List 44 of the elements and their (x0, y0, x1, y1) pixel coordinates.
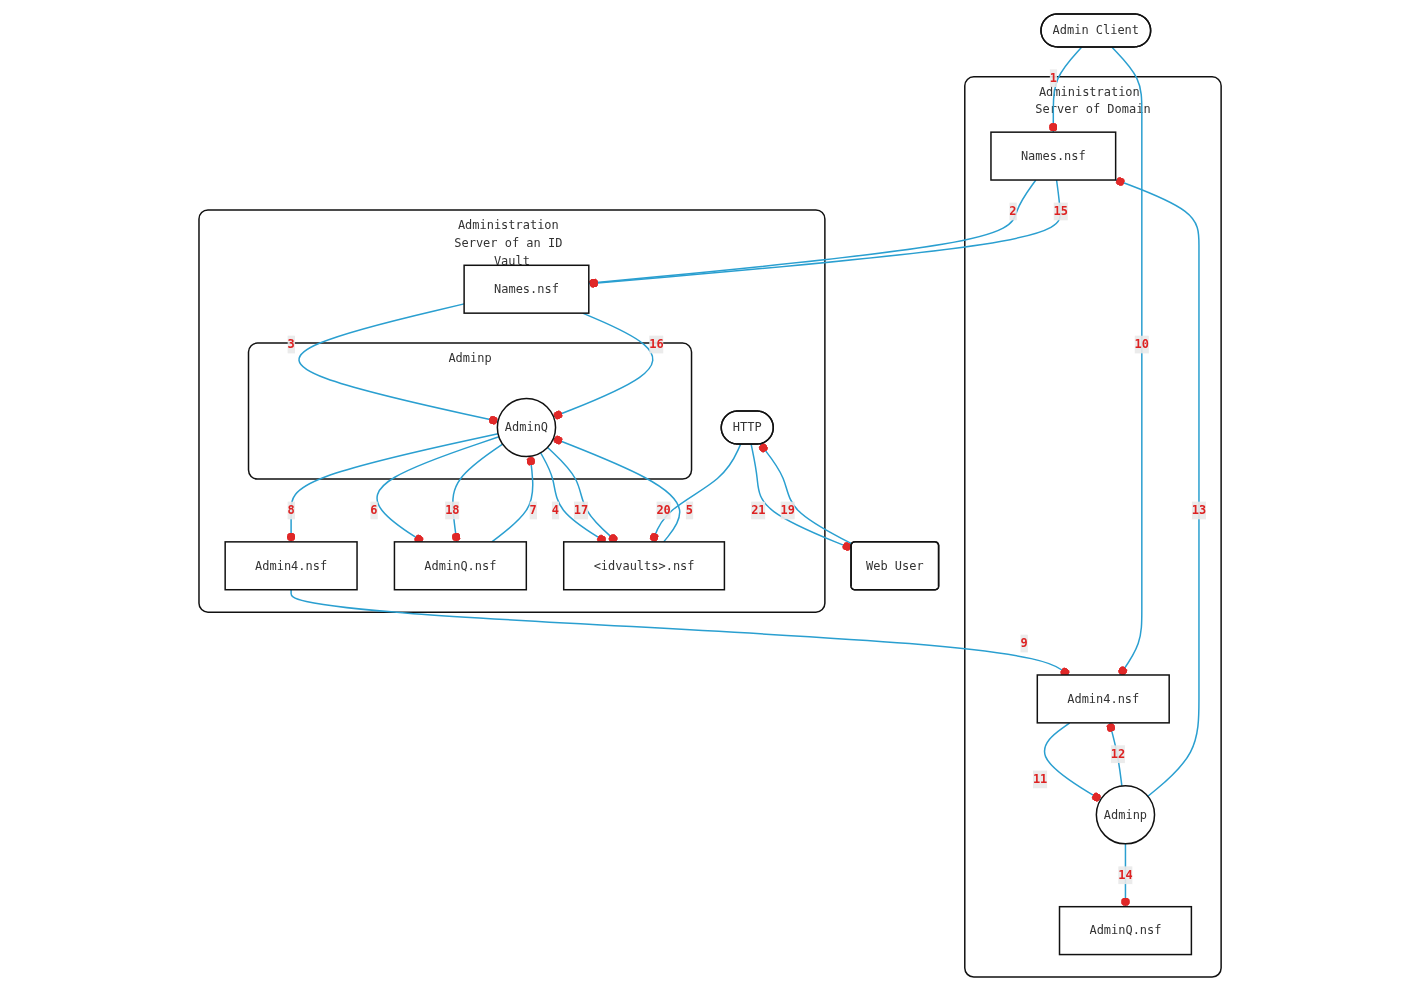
edge-label: 10 (1135, 337, 1150, 352)
connector (1049, 46, 1083, 133)
edge-label: 1 (1050, 70, 1058, 86)
edge-label: 6 (370, 502, 378, 518)
edge-label: 14 (1118, 867, 1134, 883)
connector (298, 303, 500, 425)
edge-label: 11 (1033, 771, 1048, 787)
connector (287, 433, 500, 543)
edge-label: 3 (287, 337, 296, 352)
edge-label: 16 (649, 337, 665, 352)
node-box: Names.nsf (463, 264, 590, 314)
connector (491, 455, 536, 543)
edge-label: 19 (780, 502, 796, 518)
node-box: Admin4.nsf (224, 541, 359, 591)
edge-label: 2 (1009, 203, 1018, 219)
edge-label: 4 (552, 502, 560, 518)
edge-label: 5 (686, 502, 694, 518)
edge-label: 17 (574, 502, 589, 518)
connector (1044, 722, 1102, 802)
edge-label: 9 (1020, 636, 1029, 651)
connector (1121, 843, 1131, 908)
edge-label: 7 (529, 502, 538, 518)
connector (750, 443, 853, 552)
connector (553, 435, 681, 543)
edge-label: 18 (445, 502, 461, 518)
node-box: Names.nsf (990, 131, 1117, 181)
node-box: AdminQ.nsf (1059, 905, 1193, 956)
node-box: AdminQ.nsf (394, 541, 528, 591)
edge-label: 13 (1192, 502, 1207, 518)
edge-label: 20 (656, 502, 672, 518)
edge-label: 12 (1111, 746, 1126, 761)
connector (1115, 177, 1201, 798)
node-box: <idvaults>.nsf (563, 541, 726, 591)
connector (650, 443, 742, 543)
edge-label: 8 (287, 502, 296, 518)
node-circle: AdminQ (497, 397, 557, 458)
edge-label: 15 (1054, 203, 1069, 219)
connector (1111, 46, 1143, 676)
connector (1106, 722, 1124, 787)
connector (452, 443, 504, 543)
node-circle: Adminp (1096, 784, 1156, 845)
connector (553, 312, 654, 420)
node-box: Admin4.nsf (1037, 674, 1171, 724)
edge-label: 21 (751, 502, 766, 518)
